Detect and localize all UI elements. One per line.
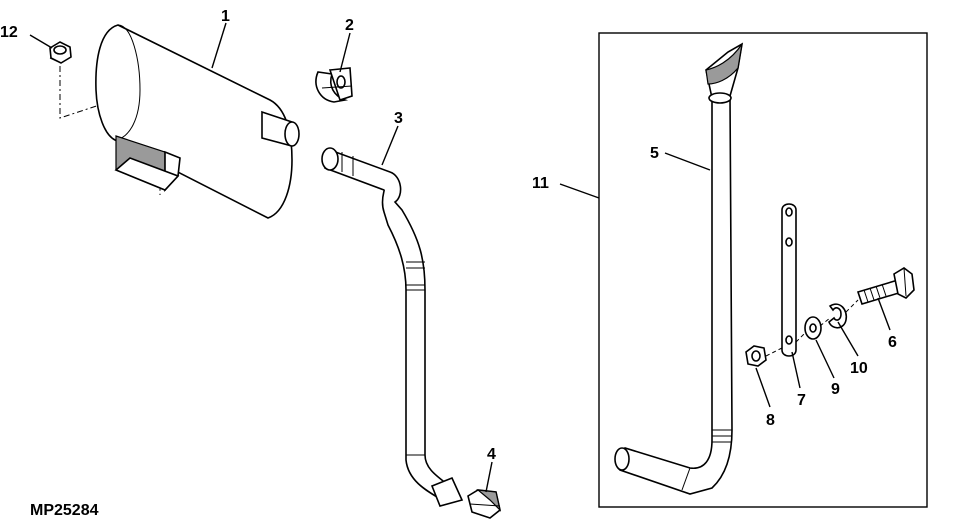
callout-12: 12 <box>0 24 18 41</box>
part-7-strap <box>781 203 797 357</box>
callout-7: 7 <box>797 392 806 409</box>
callout-4: 4 <box>487 446 496 463</box>
part-6-bolt <box>856 267 915 305</box>
callout-5: 5 <box>650 145 659 162</box>
part-3-exhaust-pipe <box>321 147 464 507</box>
leader-3 <box>381 125 399 166</box>
leader-7 <box>791 351 801 389</box>
part-8-nut <box>745 345 767 367</box>
callout-3: 3 <box>394 110 403 127</box>
callout-1: 1 <box>221 8 230 25</box>
part-2-clamp <box>315 67 353 103</box>
callout-11: 11 <box>532 175 549 192</box>
callout-10: 10 <box>850 360 868 377</box>
part-10-lock-washer <box>828 303 848 329</box>
part-9-washer <box>804 316 822 340</box>
part-11-kit-frame <box>598 32 928 508</box>
leader-12 <box>29 34 53 49</box>
callout-9: 9 <box>831 381 840 398</box>
callout-8: 8 <box>766 412 775 429</box>
hardware-alignment-line <box>765 299 859 357</box>
leader-9 <box>815 339 835 379</box>
callout-2: 2 <box>345 17 354 34</box>
leader-4 <box>485 461 493 493</box>
leader-1 <box>211 22 227 69</box>
figure-id: MP25284 <box>30 502 99 519</box>
leader-11 <box>559 183 600 199</box>
part-5-stack <box>614 42 744 495</box>
callout-6: 6 <box>888 334 897 351</box>
leader-5 <box>664 152 711 171</box>
part-12-nut <box>49 41 72 64</box>
leader-2 <box>339 32 351 73</box>
part-4-cap <box>467 489 502 519</box>
leader-10 <box>837 321 859 357</box>
part-1-muffler <box>95 24 300 219</box>
leader-8 <box>755 367 771 408</box>
leader-6 <box>877 297 891 331</box>
